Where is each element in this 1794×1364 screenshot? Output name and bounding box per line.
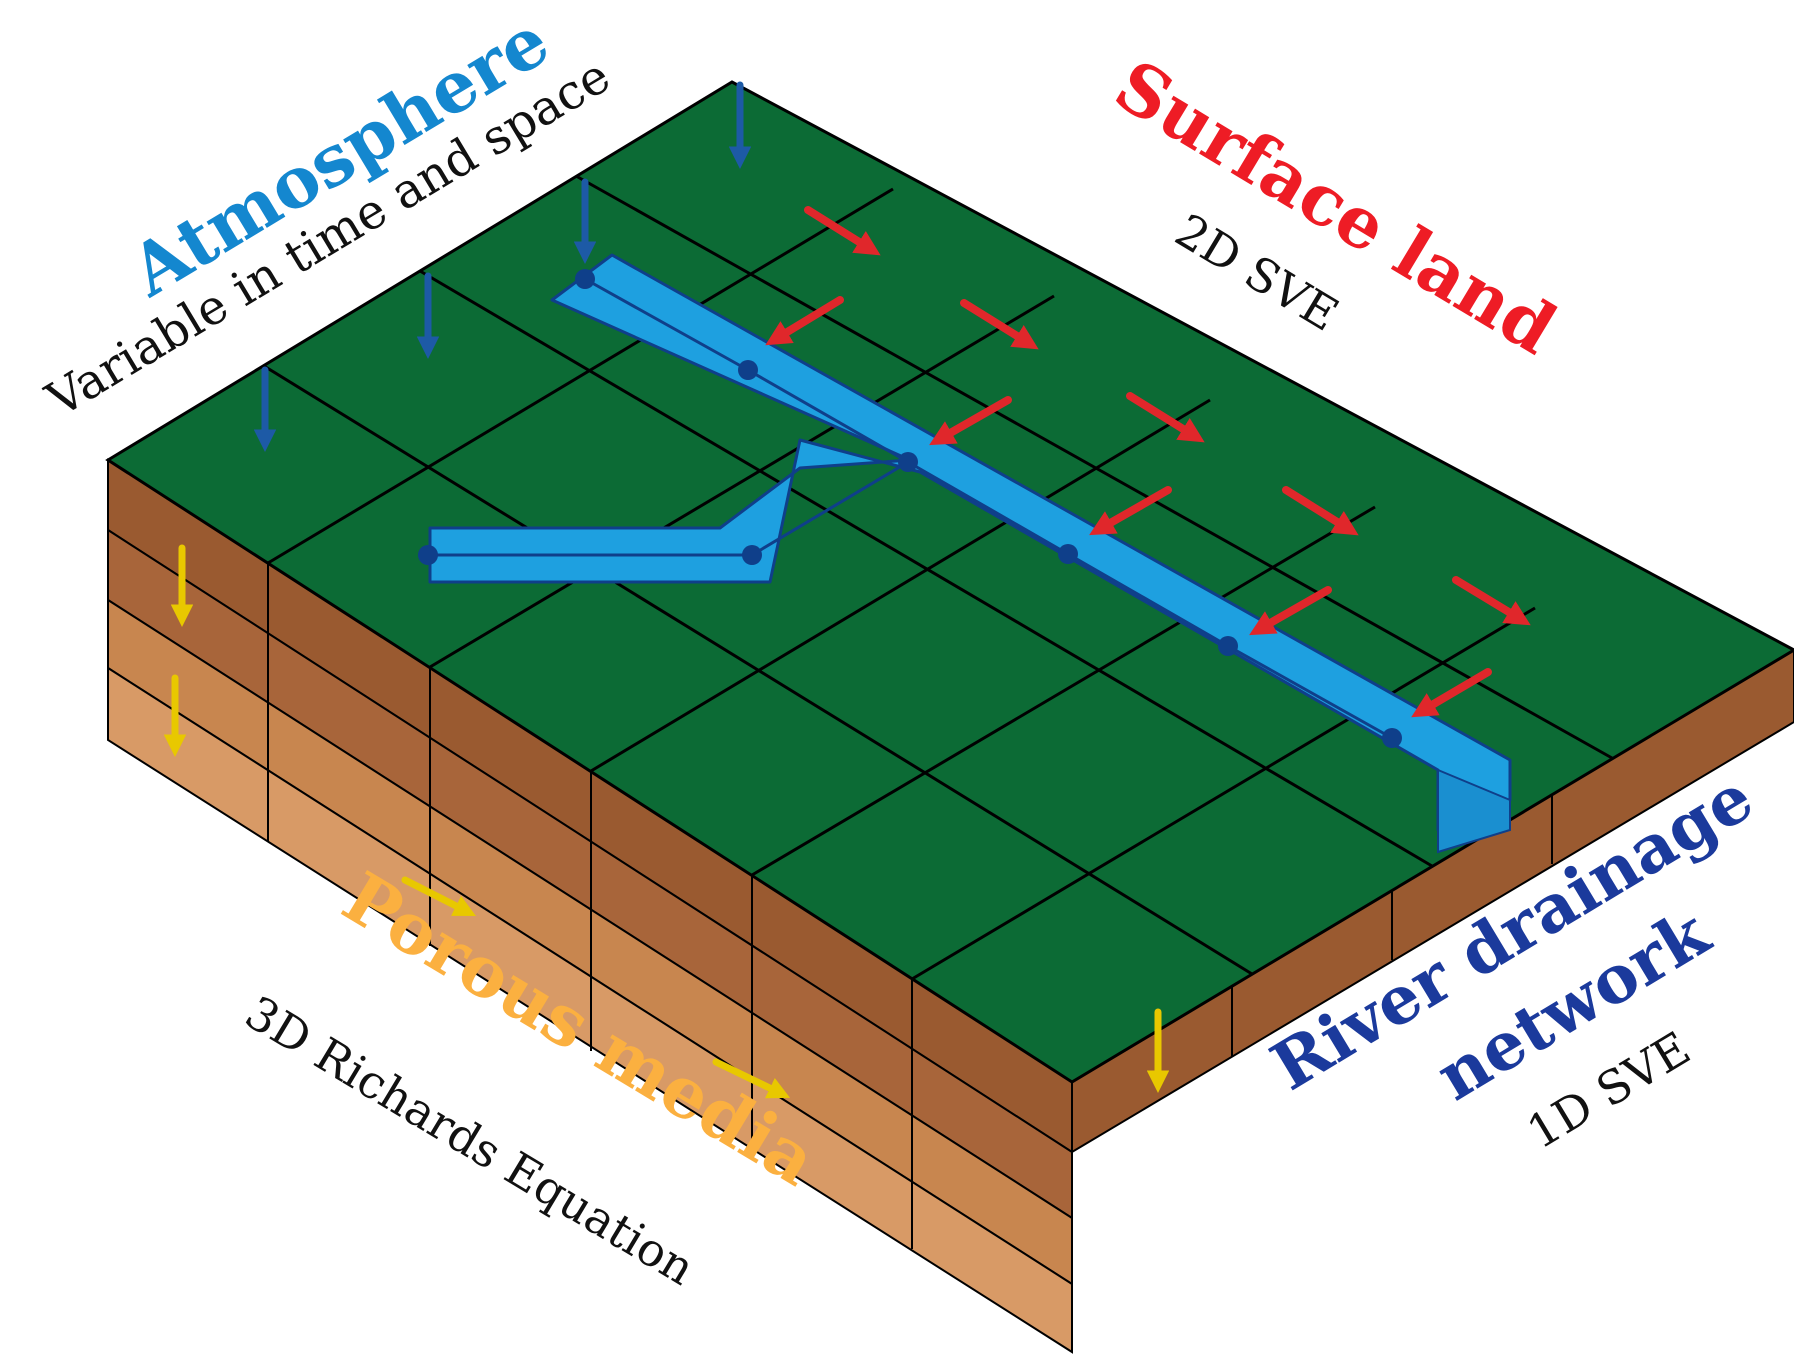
diagonal-arrow-icon xyxy=(960,299,1039,350)
diagonal-arrow-icon xyxy=(1411,668,1492,718)
river-node-icon xyxy=(1382,728,1402,748)
soil-block xyxy=(107,458,1794,1354)
diagonal-arrow-icon xyxy=(804,206,881,256)
soil-right-divisions xyxy=(1231,794,1553,1056)
yellow-arrow-icon xyxy=(712,1058,791,1099)
river-node-icon xyxy=(418,545,438,565)
river-node-icon xyxy=(898,452,918,472)
diagonal-arrow-icon xyxy=(1089,486,1172,536)
diagonal-arrow-icon xyxy=(765,296,844,346)
rain-arrows xyxy=(253,81,752,452)
diagonal-arrow-icon xyxy=(1452,576,1531,626)
river-nodes xyxy=(418,269,1402,748)
diagonal-arrow-icon xyxy=(1126,392,1205,443)
river-network xyxy=(418,253,1512,854)
river-centerline-main xyxy=(584,277,1393,740)
river-node-icon xyxy=(575,269,595,289)
river-node-icon xyxy=(742,545,762,565)
river-node-icon xyxy=(738,360,758,380)
diagonal-arrow-icon xyxy=(929,396,1012,446)
diagonal-arrow-icon xyxy=(1249,586,1332,636)
river-node-icon xyxy=(1058,544,1078,564)
diagonal-arrow-icon xyxy=(1282,486,1359,536)
river-channel-wall xyxy=(1437,768,1511,854)
river-channel xyxy=(428,253,1512,832)
soil-front-divisions xyxy=(267,563,913,1249)
overland-flow-arrows xyxy=(765,206,1531,718)
yellow-arrow-icon xyxy=(401,876,476,917)
infiltration-arrows xyxy=(163,544,1170,1099)
surface-grid xyxy=(263,174,1613,981)
river-node-icon xyxy=(1218,636,1238,656)
land-surface xyxy=(105,80,1794,1084)
